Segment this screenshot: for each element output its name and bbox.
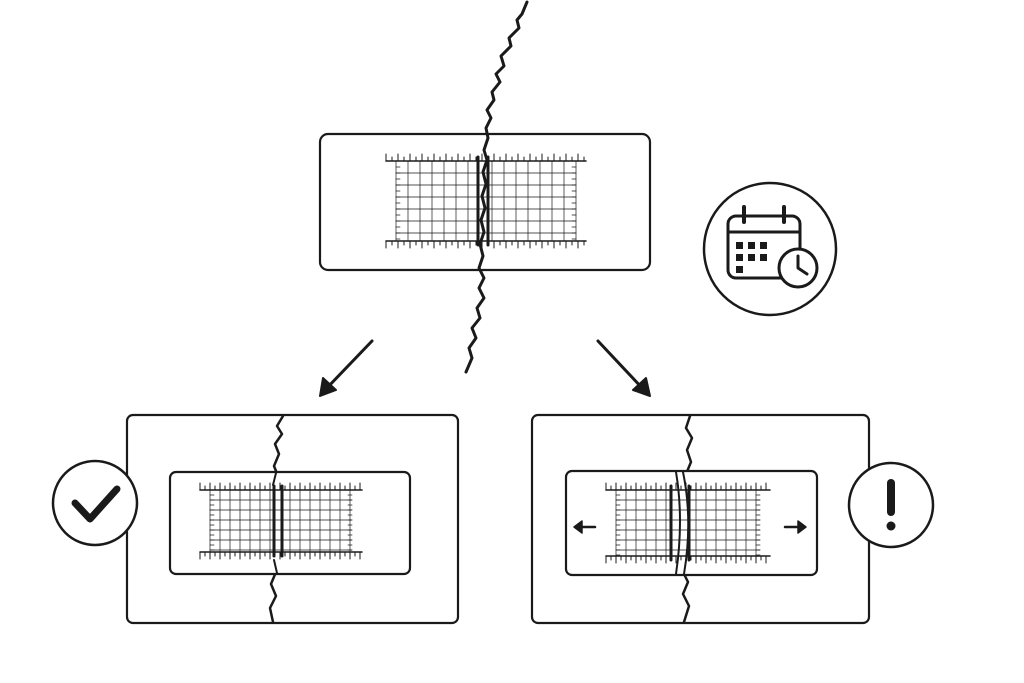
- widening-gauge-plate: [564, 469, 819, 577]
- top-gauge-grid: [385, 153, 587, 249]
- widening-crack-node: [530, 413, 871, 625]
- calendar-clock-icon: [702, 181, 838, 317]
- exclamation-icon: [847, 461, 935, 549]
- wall-crack-top: [464, 0, 529, 374]
- stable-gauge-grid: [199, 482, 363, 560]
- arrow-to-widening: [596, 339, 651, 397]
- check-icon: [51, 459, 139, 547]
- left-arrow-icon: [573, 520, 597, 534]
- stable-crack-node: [125, 413, 460, 625]
- arrow-to-stable: [319, 339, 374, 397]
- right-arrow-icon: [783, 520, 807, 534]
